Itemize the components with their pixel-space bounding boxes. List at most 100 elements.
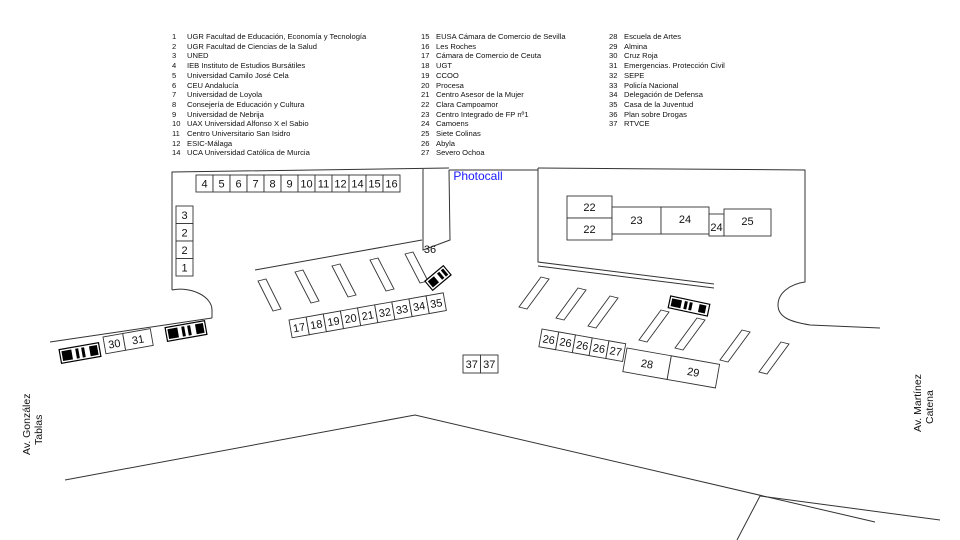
- parking-left: [257, 251, 429, 312]
- legend-item: 34 Delegación de Defensa: [609, 90, 725, 100]
- legend-name: Casa de la Juventud: [624, 99, 694, 109]
- legend-name: Delegación de Defensa: [624, 90, 703, 100]
- legend-number: 29: [609, 41, 618, 51]
- stand-label: 5: [218, 179, 224, 191]
- legend-number: 5: [172, 70, 177, 80]
- legend-number: 34: [609, 90, 618, 100]
- stand-label: 32: [378, 306, 392, 320]
- stand-label: 9: [286, 179, 292, 191]
- legend-number: 32: [609, 70, 618, 80]
- legend-name: Consejería de Educación y Cultura: [187, 99, 305, 109]
- left-block-outline: [171, 167, 451, 290]
- legend-number: 2: [172, 41, 177, 51]
- legend-item: 29 Almina: [609, 42, 725, 52]
- legend-number: 20: [421, 80, 430, 90]
- left-curb: [49, 317, 213, 343]
- legend-item: 4 IEB Instituto de Estudios Bursátiles: [172, 61, 366, 71]
- bottom-area: [64, 414, 876, 523]
- stand-label: 3: [181, 210, 187, 222]
- stand-23: [611, 206, 662, 235]
- stand-label: 7: [252, 179, 258, 191]
- legend-name: Les Roches: [436, 41, 477, 51]
- legend-name: UGR Facultad de Ciencias de la Salud: [187, 41, 318, 51]
- legend-name: Procesa: [436, 80, 464, 90]
- bottom-right-area: [736, 495, 941, 540]
- legend-name: Universidad de Nebrija: [187, 109, 264, 119]
- stand-label: 12: [334, 179, 346, 191]
- legend-item: 37 RTVCE: [609, 119, 725, 129]
- stand-22-a-label: 22: [583, 202, 595, 214]
- stand-label: 26: [592, 342, 606, 356]
- stand-box: [480, 354, 499, 374]
- stand-label: 4: [201, 179, 207, 191]
- legend-name: UCA Universidad Católica de Murcia: [187, 148, 310, 158]
- legend-name: Plan sobre Drogas: [624, 109, 687, 119]
- legend-number: 4: [172, 61, 177, 71]
- stand-label: 37: [466, 359, 478, 371]
- legend-name: Centro Integrado de FP nº1: [436, 109, 529, 119]
- stand-24-a: [660, 206, 710, 235]
- legend-name: UAX Universidad Alfonso X el Sabio: [187, 119, 309, 129]
- legend-name: RTVCE: [624, 119, 650, 129]
- legend-number: 25: [421, 129, 430, 139]
- stand-24-a-label: 24: [679, 214, 691, 226]
- legend-number: 12: [172, 138, 181, 148]
- stand-22-b-label: 22: [583, 224, 595, 236]
- stand-box: [425, 292, 447, 315]
- legend-name: Escuela de Artes: [624, 32, 681, 41]
- stand-box: [382, 174, 401, 193]
- stand-label: 28: [640, 358, 654, 372]
- street-right: Av. Martínez Catena: [912, 374, 936, 432]
- legend-number: 18: [421, 61, 430, 71]
- legend-number: 17: [421, 51, 430, 61]
- legend-name: IEB Instituto de Estudios Bursátiles: [187, 61, 306, 71]
- legend-number: 27: [421, 148, 430, 158]
- stand-label: 31: [131, 333, 145, 347]
- legend-name: Centro Universitario San Isidro: [187, 129, 291, 139]
- street-left-line-2: Tablas: [33, 415, 45, 445]
- center-line: [254, 239, 423, 271]
- stand-box: [666, 355, 721, 389]
- legend-item: 2 UGR Facultad de Ciencias de la Salud: [172, 42, 366, 52]
- vehicle-right: [667, 295, 711, 317]
- right-block-inner-2: [537, 265, 715, 289]
- vehicle-left-b: [164, 319, 208, 343]
- stand-label: 19: [327, 315, 341, 329]
- legend-number: 37: [609, 119, 618, 129]
- legend-name: Cruz Roja: [624, 51, 658, 61]
- legend-name: Severo Ochoa: [436, 148, 485, 158]
- stand-label: 18: [309, 318, 323, 332]
- legend-name: Almina: [624, 41, 648, 51]
- stand-label: 26: [558, 336, 572, 350]
- stand-label: 29: [686, 366, 700, 380]
- stand-label: 20: [344, 312, 358, 326]
- legend-name: UNED: [187, 51, 209, 61]
- stand-label: 16: [385, 179, 397, 191]
- legend-number: 9: [172, 109, 177, 119]
- vehicle-left-a: [58, 341, 102, 365]
